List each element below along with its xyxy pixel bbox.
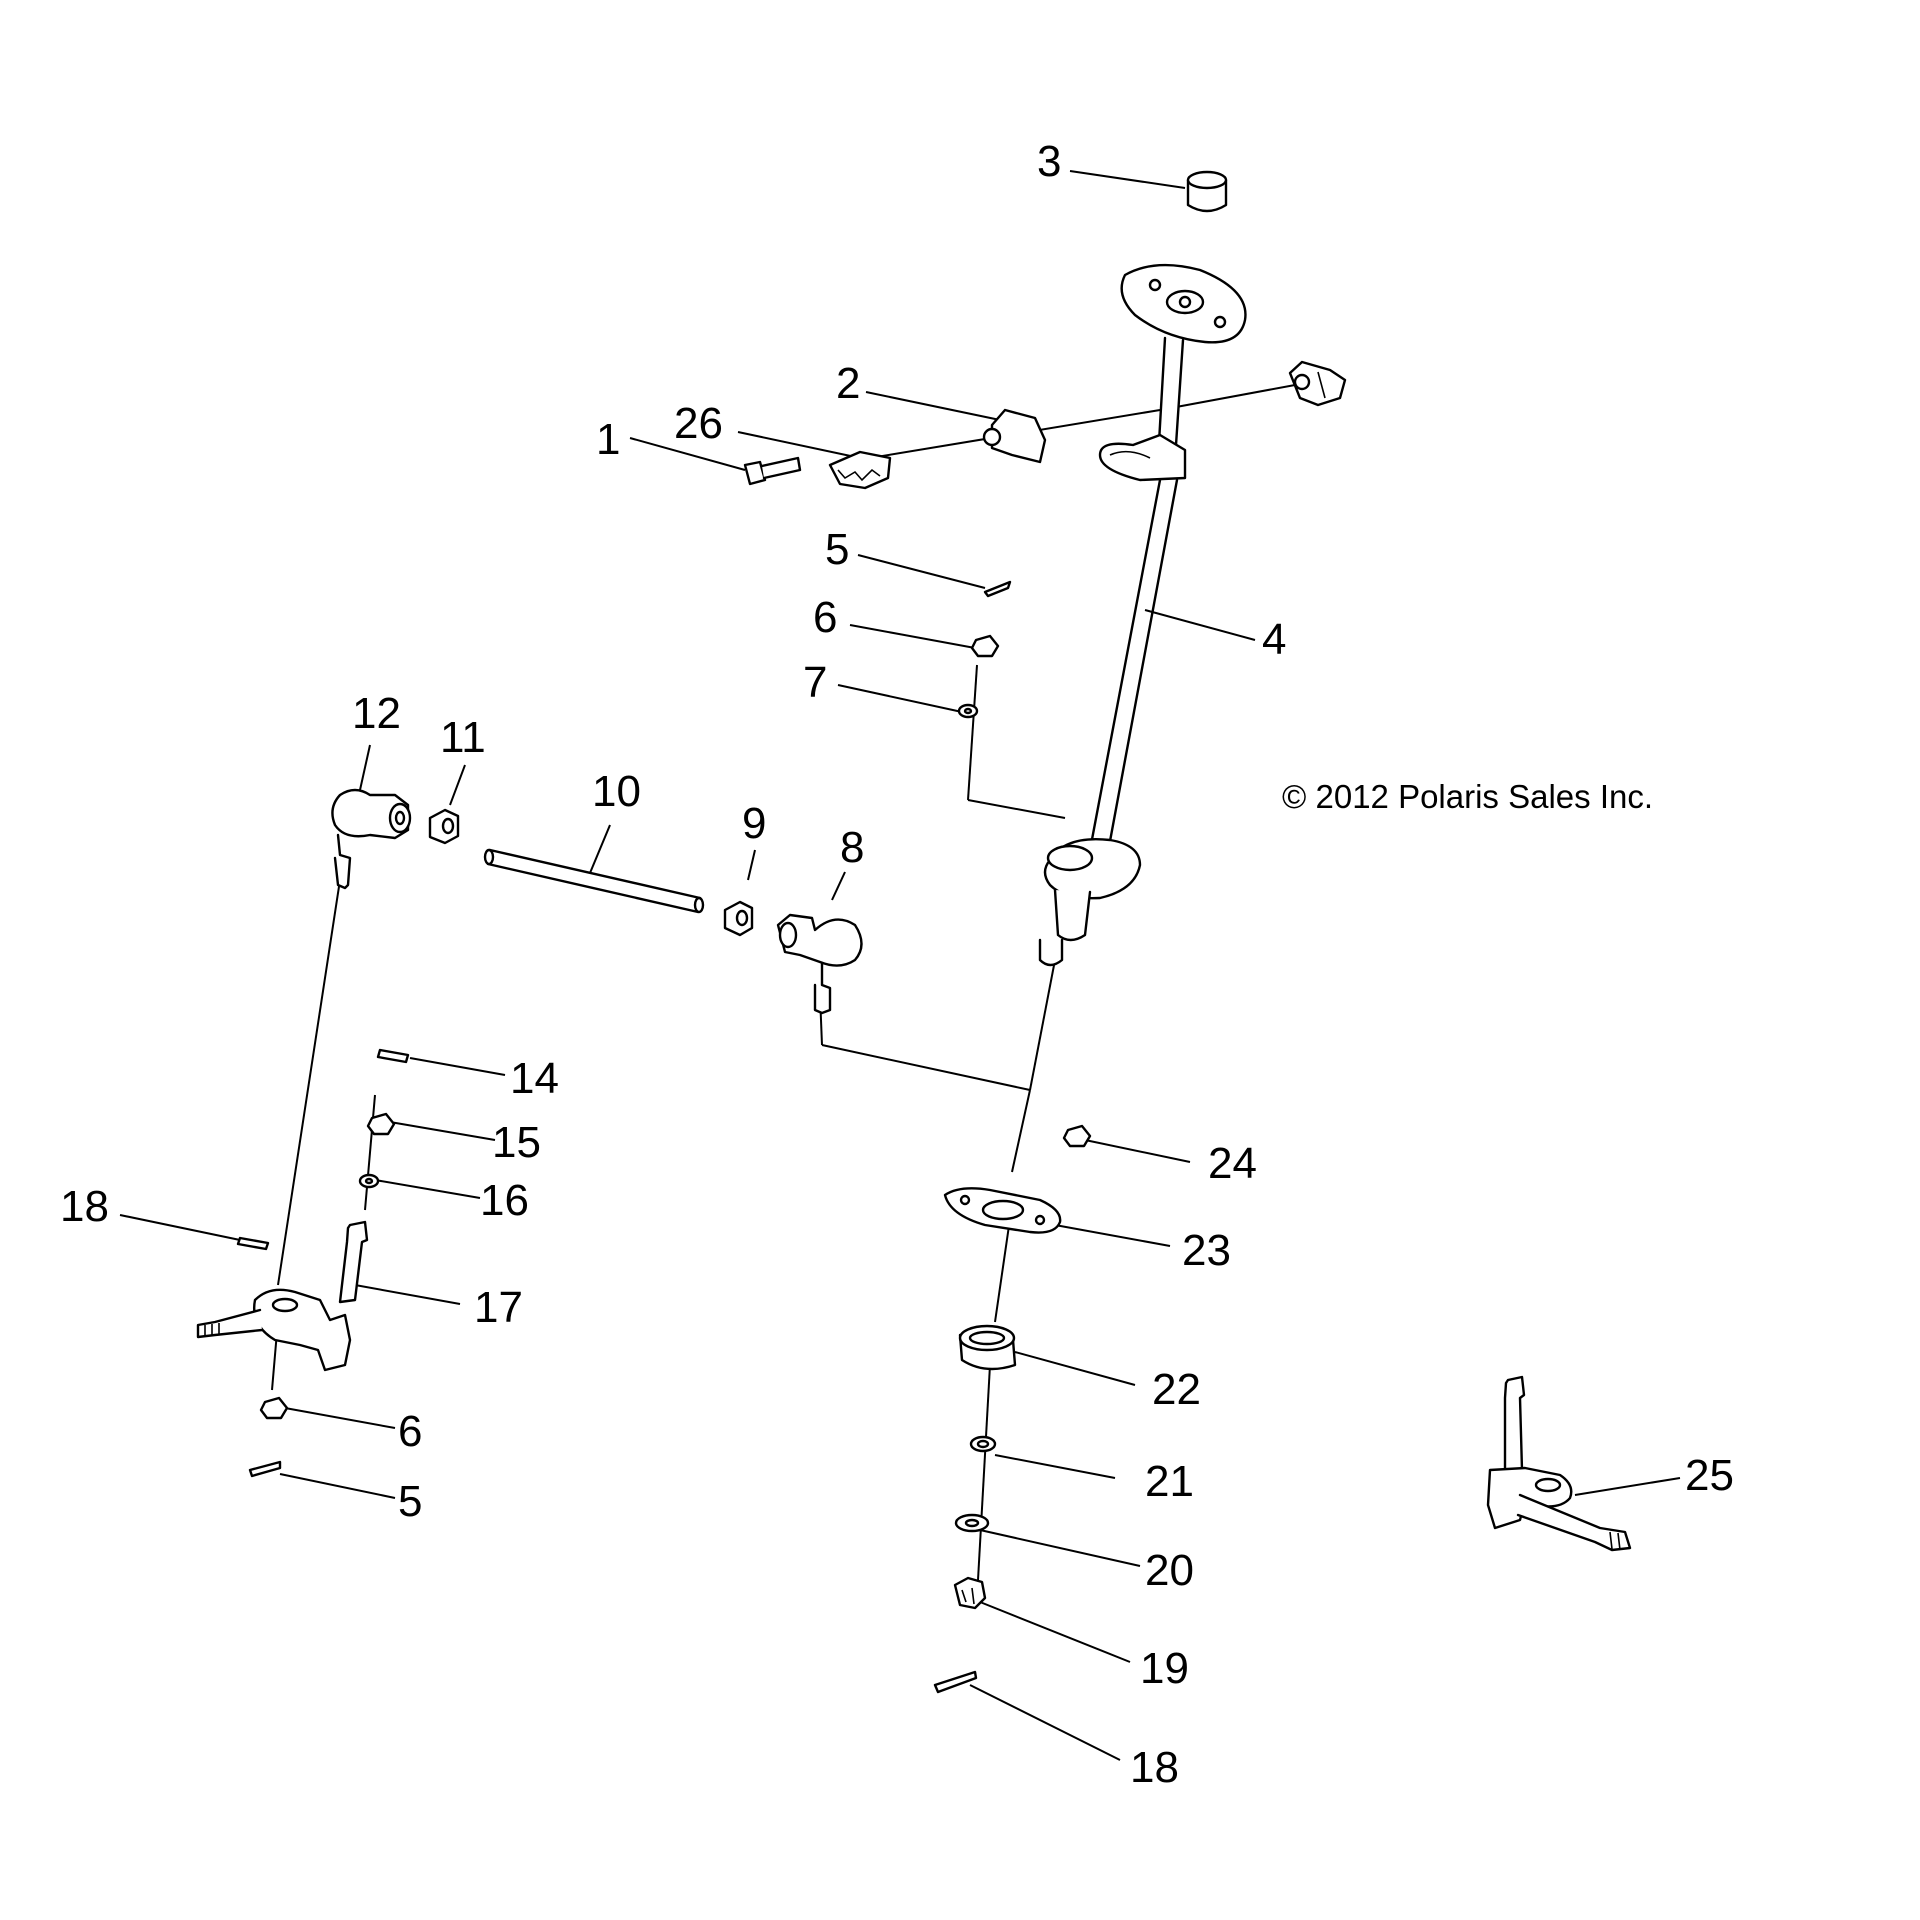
part-19-castle-nut (953, 1576, 987, 1610)
callout-15: 15 (492, 1118, 541, 1167)
callout-26: 26 (674, 399, 723, 448)
part-24-nut (1062, 1124, 1092, 1148)
callout-20: 20 (1145, 1546, 1194, 1595)
leader-lines (119, 170, 1681, 1761)
part-8-tie-rod-end (776, 913, 863, 1015)
part-26-lock-plate (828, 450, 892, 490)
part-1-bolt (743, 456, 802, 486)
callout-24: 24 (1208, 1139, 1257, 1188)
callout-18: 18 (1130, 1743, 1179, 1792)
callout-16: 16 (480, 1176, 529, 1225)
callout-3: 3 (1037, 137, 1061, 186)
part-6-nut-lower (259, 1396, 289, 1420)
part-5-cotter-pin-lower (248, 1460, 282, 1478)
callout-8: 8 (840, 823, 864, 872)
callout-21: 21 (1145, 1457, 1194, 1506)
callout-17: 17 (474, 1283, 523, 1332)
callout-4: 4 (1262, 615, 1286, 664)
callout-6: 6 (398, 1407, 422, 1456)
part-18-cotter-pin-left (236, 1236, 270, 1251)
part-15-nut (366, 1112, 396, 1136)
part-18-cotter-pin-lower (933, 1670, 978, 1694)
part-7-washer (957, 703, 979, 719)
part-21-washer (969, 1435, 997, 1453)
callout-14: 14 (510, 1054, 559, 1103)
part-23-flange-plate (943, 1187, 1062, 1234)
callout-1: 1 (596, 415, 620, 464)
callout-6: 6 (813, 593, 837, 642)
copyright-notice: © 2012 Polaris Sales Inc. (1282, 778, 1653, 815)
callout-19: 19 (1140, 1644, 1189, 1693)
part-6-nut-upper (970, 634, 1000, 658)
part-4-steering-post (1038, 263, 1247, 967)
part-25-spindle (1486, 1375, 1632, 1552)
callout-7: 7 (803, 658, 827, 707)
callout-23: 23 (1182, 1226, 1231, 1275)
callout-5: 5 (825, 525, 849, 574)
callout-18: 18 (60, 1182, 109, 1231)
part-5-cotter-pin-upper (983, 580, 1012, 598)
callout-12: 12 (352, 689, 401, 738)
callout-25: 25 (1685, 1451, 1734, 1500)
callout-2: 2 (836, 359, 860, 408)
part-11-jam-nut (428, 808, 460, 845)
part-20-washer (954, 1513, 990, 1533)
callout-11: 11 (440, 713, 486, 762)
part-12-tie-rod-end (331, 788, 412, 890)
callout-10: 10 (592, 767, 641, 816)
part-16-washer (358, 1173, 380, 1189)
part-14-cotter-pin (376, 1048, 410, 1064)
callout-22: 22 (1152, 1365, 1201, 1414)
part-17-spindle (196, 1220, 369, 1372)
part-3-cap (1186, 170, 1228, 213)
callout-5: 5 (398, 1477, 422, 1526)
part-10-tie-rod (483, 848, 705, 914)
part-9-jam-nut (723, 900, 754, 937)
callout-9: 9 (742, 799, 766, 848)
part-2-bracket (982, 360, 1347, 464)
part-22-bushing (958, 1324, 1017, 1371)
callout-labels: 3 2 26 1 5 6 7 4 12 11 10 9 8 14 15 16 1… (60, 137, 1734, 1792)
